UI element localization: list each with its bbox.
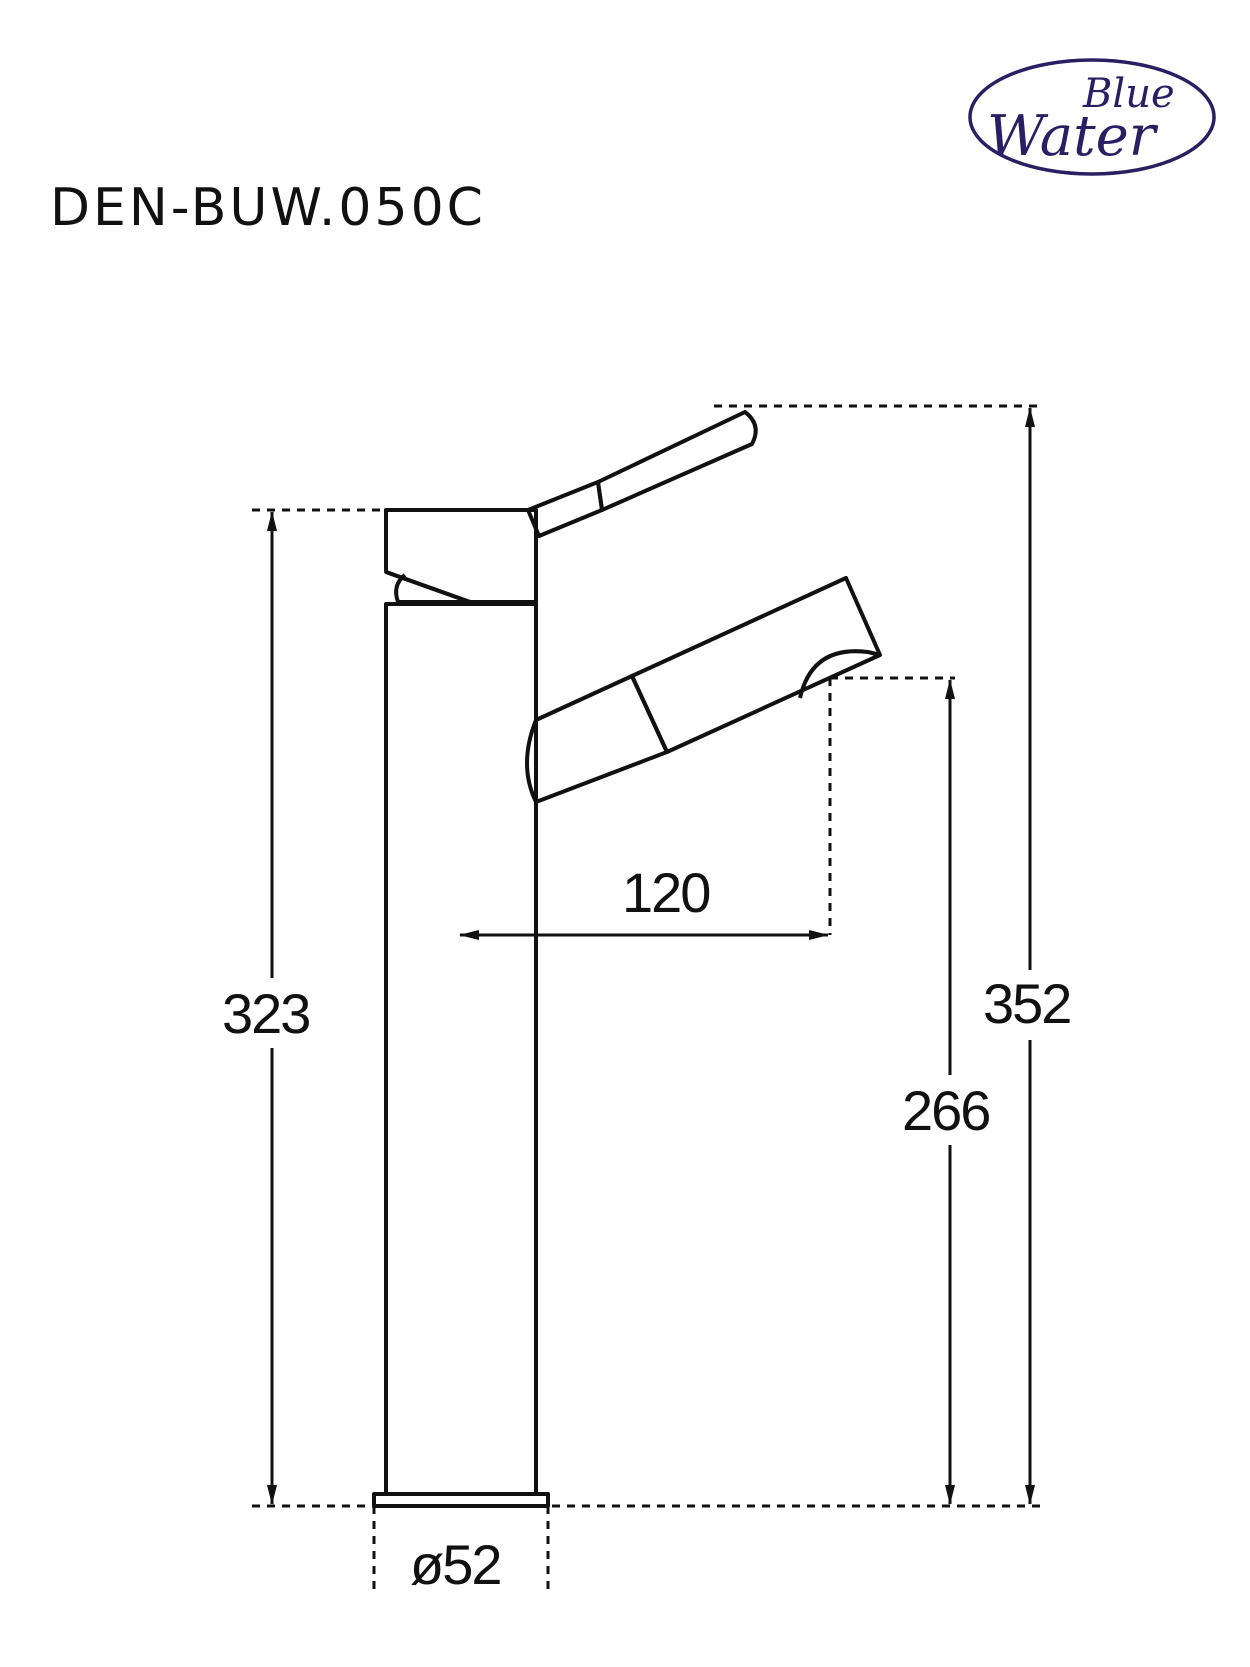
cartridge-skirt <box>385 570 472 604</box>
logo-ellipse <box>968 58 1216 176</box>
spout-outlet <box>798 649 881 699</box>
handle-lever <box>526 480 604 538</box>
dim-label-body-height: 323 <box>222 982 309 1045</box>
faucet-body <box>384 602 538 1496</box>
dim-label-total-height: 352 <box>983 972 1070 1035</box>
dim-label-spout-height: 266 <box>902 1079 989 1142</box>
blue-water-logo: Blue Water <box>968 58 1216 176</box>
logo-word-blue: Blue <box>1082 71 1175 117</box>
dim-label-base-diameter: ø52 <box>410 1533 501 1596</box>
faucet-outline <box>372 410 882 1508</box>
spout-head <box>630 576 882 754</box>
base-flange <box>372 1492 550 1508</box>
cartridge-head <box>384 508 538 604</box>
dim-label-spout-reach: 120 <box>622 861 709 924</box>
dimension-lines <box>252 404 1040 1590</box>
model-code-title: DEN-BUW.050C <box>50 178 486 238</box>
spout-arm <box>525 674 669 804</box>
logo-word-water: Water <box>987 104 1159 169</box>
handle-knob <box>596 410 758 512</box>
